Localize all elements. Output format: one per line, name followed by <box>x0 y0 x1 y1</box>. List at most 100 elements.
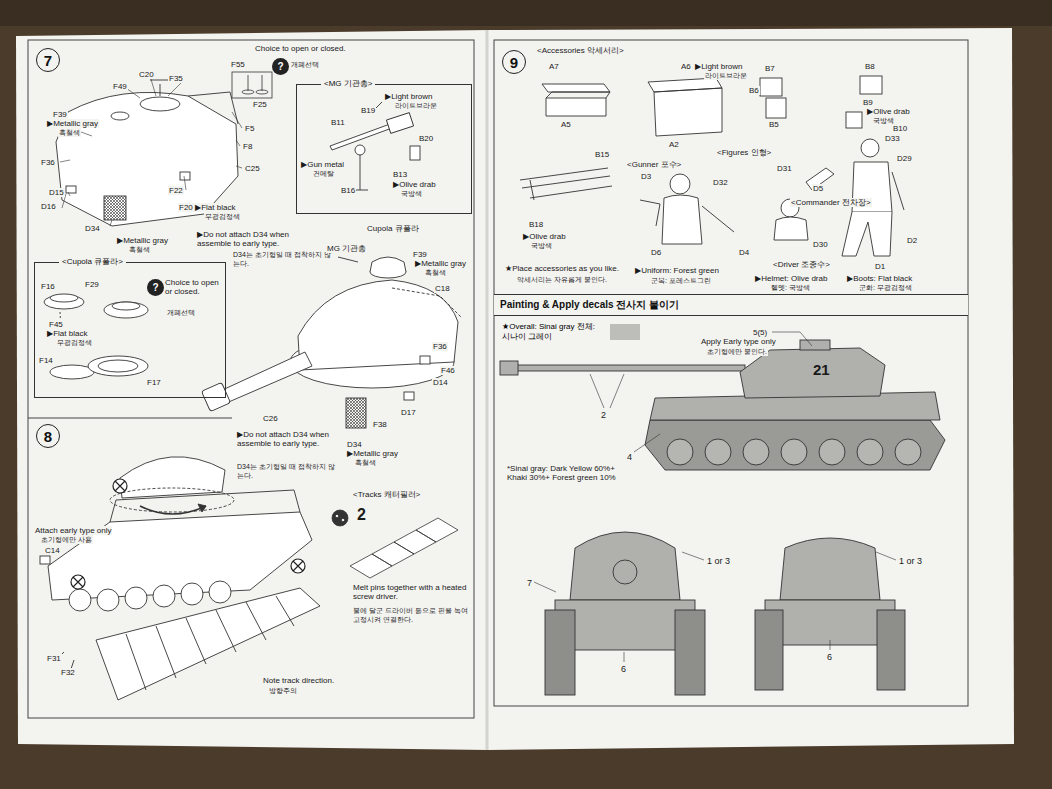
part-number: D33 <box>884 134 901 143</box>
step-number: 9 <box>502 50 526 74</box>
tank-side-view <box>895 439 921 465</box>
instruction-note: D34는 초기형일 때 접착하지 않는다. <box>236 462 342 480</box>
node-text: 9 <box>510 54 518 71</box>
part-number: D2 <box>906 236 918 245</box>
page-frame <box>28 40 968 718</box>
figure-sketch <box>842 212 892 256</box>
instruction-note: ▶Light brown <box>384 92 434 101</box>
korean-note: 라이트브라운 <box>394 101 438 110</box>
instruction-note: ▶Olive drab <box>522 232 567 241</box>
figure-sketch <box>662 195 702 244</box>
part-number: A2 <box>668 140 680 149</box>
machine-gun-sketch <box>352 154 368 190</box>
hull-assembly-sketch <box>40 556 50 564</box>
cupola-hatch-sketch <box>44 294 148 379</box>
hull-assembly-sketch <box>181 583 203 605</box>
pin-inset <box>262 75 263 91</box>
part-number: F55 <box>230 60 246 69</box>
machine-gun-sketch <box>410 146 420 160</box>
tank-front-view <box>570 532 680 600</box>
turret-upper-sketch <box>56 92 238 226</box>
accessory-sketch <box>648 78 722 136</box>
part-number: B20 <box>418 134 434 143</box>
machine-gun-sketch <box>355 145 365 155</box>
turret-upper-sketch <box>140 97 180 111</box>
part-number: F39 <box>412 250 428 259</box>
step-number: 7 <box>36 48 60 72</box>
turret-upper-sketch <box>180 172 190 180</box>
page-frame <box>28 418 232 419</box>
hull-assembly-sketch <box>110 488 234 512</box>
korean-note: 헬멧: 국방색 <box>770 283 811 292</box>
figure-sketch <box>774 217 808 240</box>
step-number: 8 <box>36 424 60 448</box>
instruction-note: ▶Boots: Flat black <box>846 274 913 283</box>
machine-gun-sketch <box>330 102 420 190</box>
part-number: D3 <box>640 172 652 181</box>
legend: ★Overall: Sinai gray 전체: 시나이 그레이 <box>502 322 640 342</box>
pin-inset <box>256 90 268 94</box>
leader-line <box>534 332 896 662</box>
tank-front-view <box>555 600 695 650</box>
tank-rear-view <box>755 538 905 690</box>
node-text: 7 <box>44 52 52 69</box>
track-link-sketch <box>332 510 348 526</box>
part-number: F49 <box>112 82 128 91</box>
node-text: 8 <box>44 428 52 445</box>
pin-inset <box>242 90 254 94</box>
table-background <box>0 0 1052 26</box>
hull-assembly-sketch <box>209 581 231 603</box>
part-number: D32 <box>712 178 729 187</box>
part-number: F5 <box>244 124 255 133</box>
turret-assembly-sketch <box>420 356 430 364</box>
turret-upper-sketch <box>66 186 76 193</box>
instruction-note: ▶Flat black <box>46 329 88 338</box>
figure-sketch <box>892 172 904 210</box>
crossed-circle-symbol <box>293 561 303 571</box>
color-swatch <box>610 324 640 340</box>
turret-assembly-sketch <box>201 382 230 411</box>
accessory-sketch <box>520 76 882 200</box>
paper-sheet <box>486 30 489 750</box>
part-number: B9 <box>862 98 874 107</box>
choice-icon: ? <box>272 58 289 75</box>
part-number: F38 <box>372 420 388 429</box>
part-number: D31 <box>776 164 793 173</box>
korean-note: 건메탈 <box>312 169 335 178</box>
part-number: F17 <box>146 378 162 387</box>
track-link-sketch <box>341 518 344 521</box>
part-number: D29 <box>896 154 913 163</box>
figure-sketch <box>640 200 660 226</box>
pin-inset <box>232 72 272 98</box>
figure-sketch <box>640 139 904 256</box>
part-number: B10 <box>892 124 908 133</box>
inset-box: <MG 기관총> <box>296 84 472 214</box>
callout-number: 1 or 3 <box>706 556 731 566</box>
tank-front-view <box>613 560 637 584</box>
korean-note: 흑철색 <box>128 245 151 254</box>
legend-item: ★Overall: Sinai gray 전체: 시나이 그레이 <box>502 322 640 342</box>
korean-note: 초기형에만 붙인다. <box>706 347 768 356</box>
korean-note: 군복: 포레스트그린 <box>650 276 712 285</box>
inset-heading: <MG 기관총> <box>321 79 375 89</box>
turret-upper-sketch <box>104 196 126 220</box>
callout-number: 6 <box>620 664 627 674</box>
callout-number: 4 <box>626 452 633 462</box>
accessory-sketch <box>860 76 882 94</box>
callout-number: 2 <box>600 410 607 420</box>
korean-note: 무광검정색 <box>56 338 93 347</box>
korean-note: 흑철색 <box>424 268 447 277</box>
cupola-hatch-sketch <box>50 294 78 302</box>
instruction-note: <Tracks 캐터필러> <box>352 490 421 499</box>
instruction-note: ▶Olive drab <box>392 180 437 189</box>
korean-note: 라이트브라운 <box>704 71 748 80</box>
part-number: F46 <box>440 366 456 375</box>
pin-inset <box>232 72 272 98</box>
track-link-sketch <box>335 514 338 517</box>
page-frame <box>494 40 968 706</box>
callout-number: 21 <box>812 362 831 378</box>
instruction-note: ▶Olive drab <box>866 107 911 116</box>
part-number: D6 <box>650 248 662 257</box>
korean-note: 흑철색 <box>354 458 377 467</box>
part-number: F32 <box>60 668 76 677</box>
